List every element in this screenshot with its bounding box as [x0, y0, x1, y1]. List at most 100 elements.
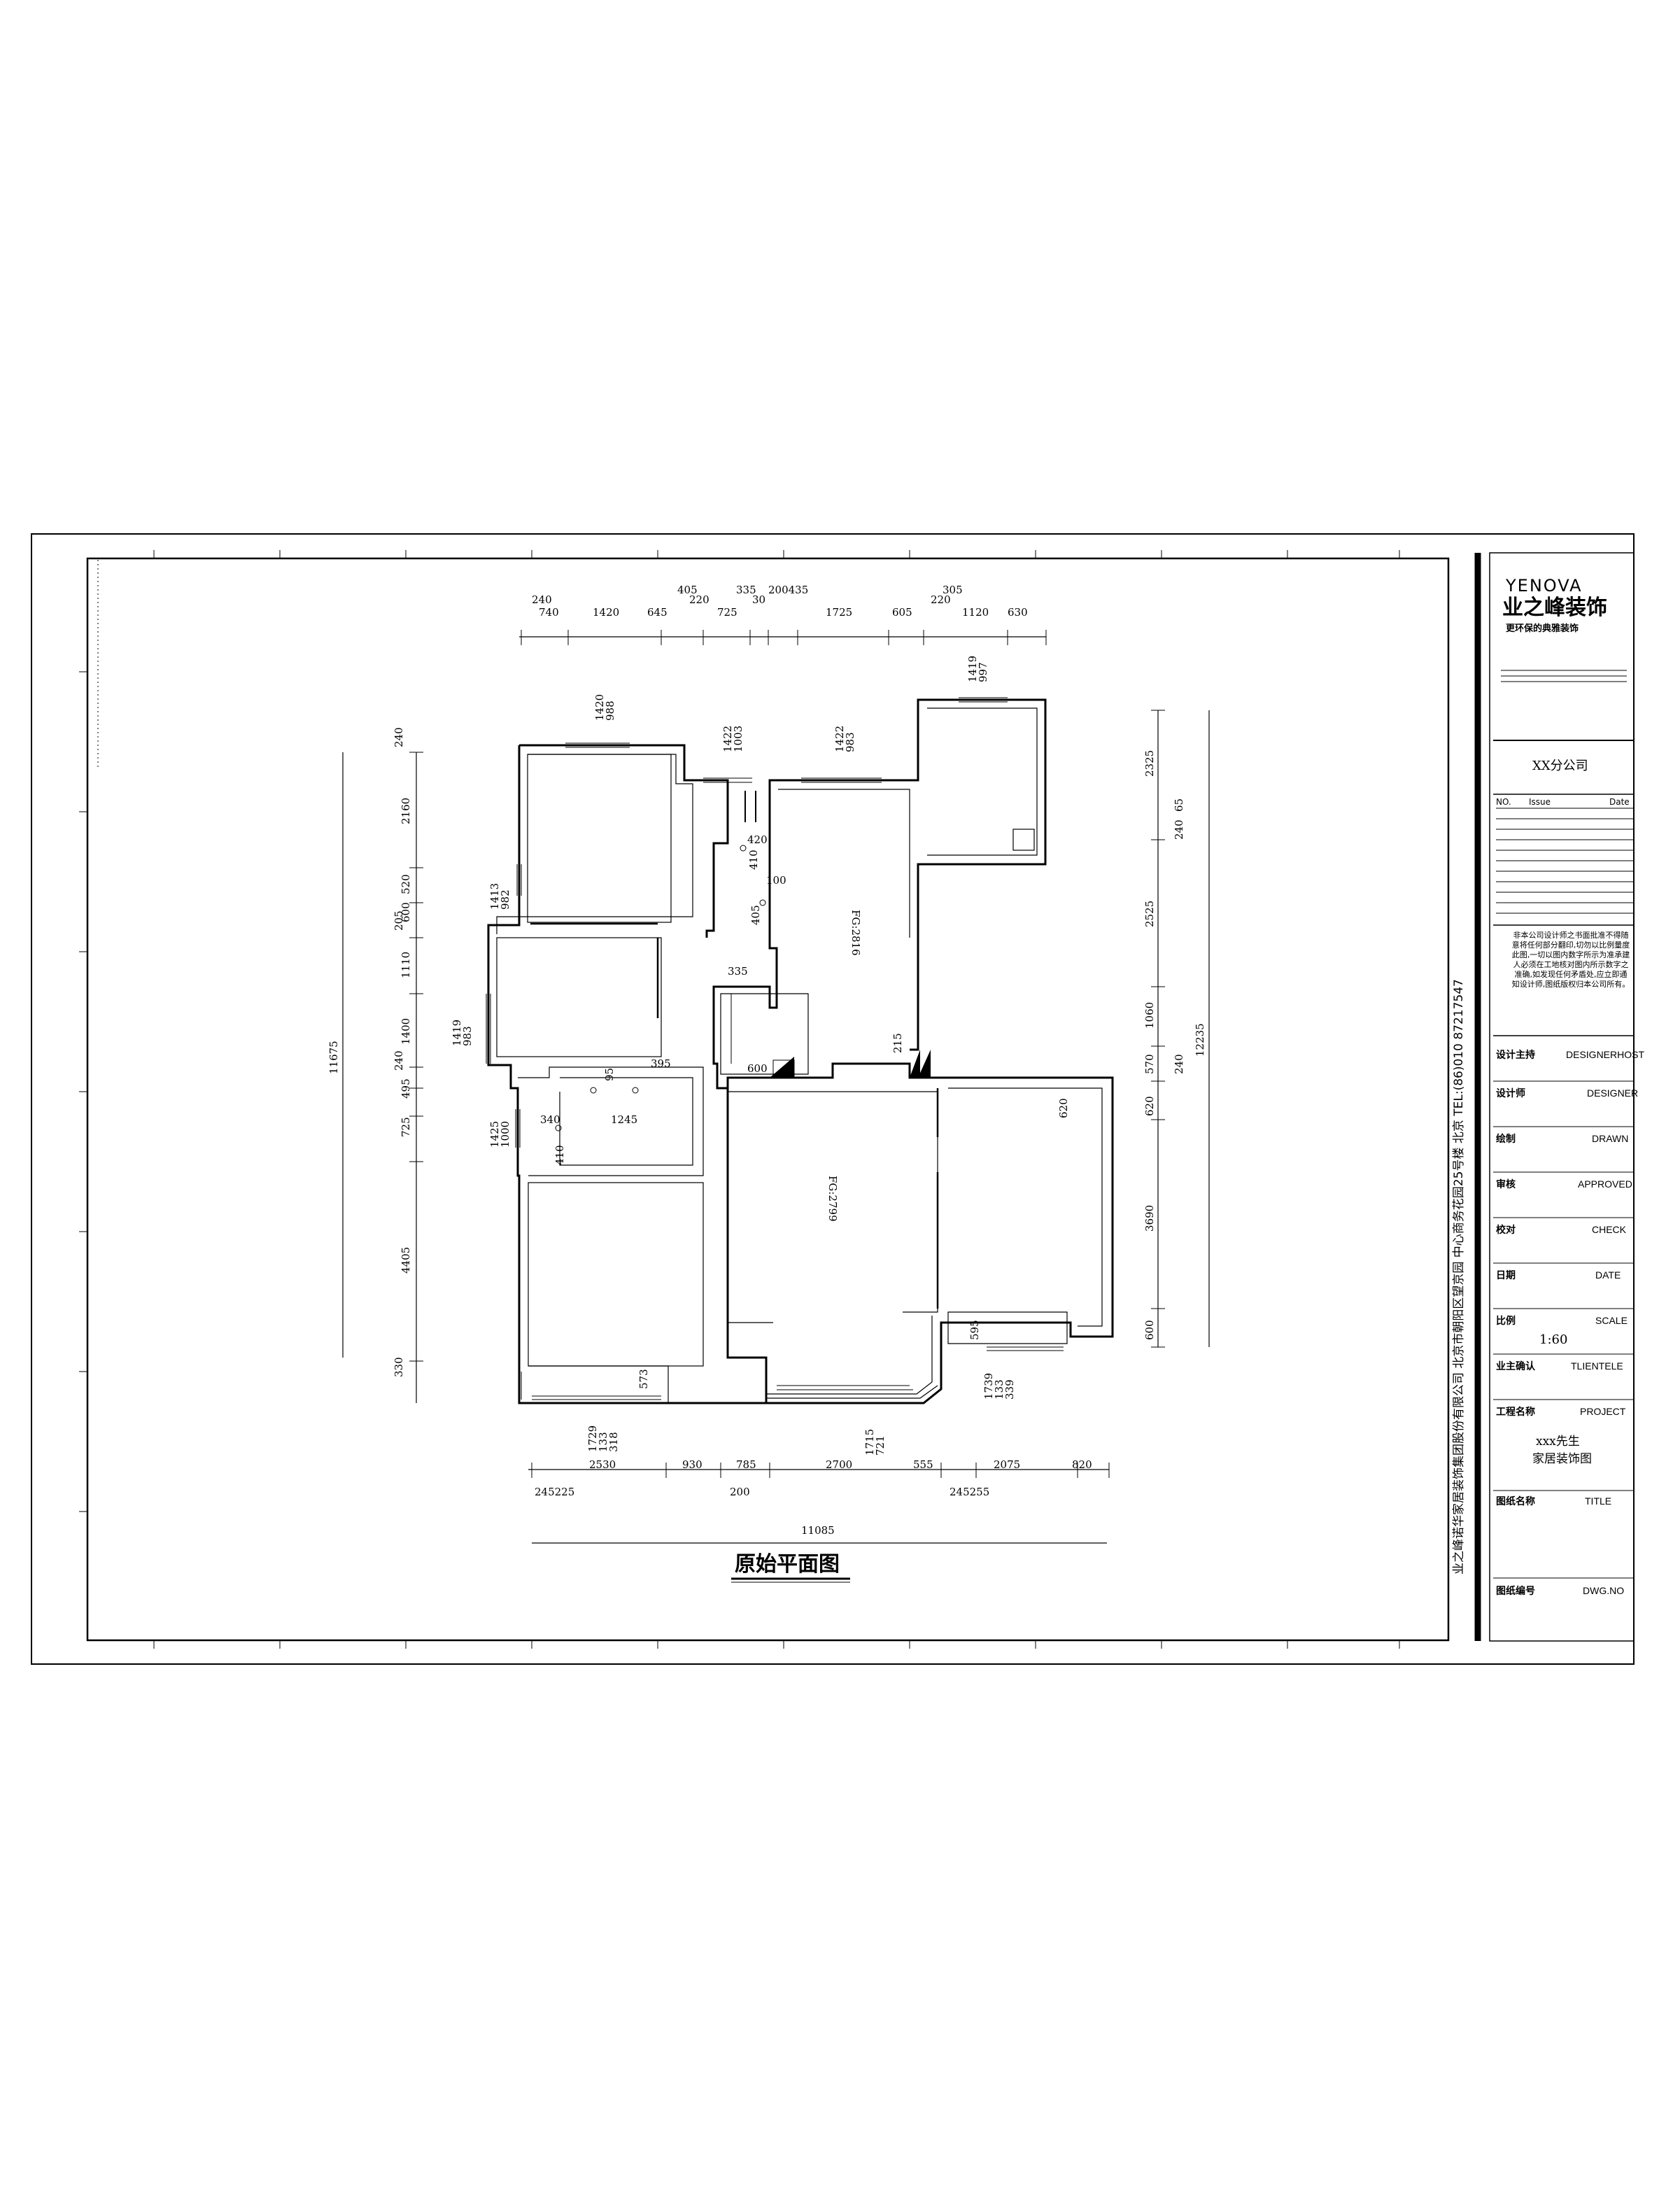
row-designer-cn: 设计师 — [1496, 1087, 1525, 1099]
right-dim-7: 600 — [1143, 1320, 1156, 1340]
company-vertical-text: 业之峰诺华家居装饰集团股份有限公司 北京市朝阳区望京园 中心商务花园25号楼 北… — [1452, 979, 1466, 1575]
title-block: YENOVA 业之峰装饰 更环保的典雅装饰 XX分公司 NO. Issue Da… — [1493, 576, 1644, 1596]
left-dim-4: 600 — [400, 902, 412, 922]
interior-label-13: 410 — [553, 1145, 566, 1165]
branch-name: XX分公司 — [1532, 759, 1588, 773]
left-dim-5: 205 — [393, 910, 405, 931]
interior-label-14: 595 — [968, 1320, 981, 1340]
row-client-cn: 业主确认 — [1496, 1360, 1536, 1372]
right-dimensions: 2325 2525 1060 570 620 3690 600 240 65 2… — [1143, 750, 1206, 1340]
row-check-cn: 校对 — [1496, 1224, 1516, 1235]
floor-plan-walls — [486, 697, 1114, 1404]
top-dim-row2-3: 645 — [647, 606, 668, 619]
left-dim-10: 725 — [400, 1117, 412, 1137]
border-ticks — [79, 550, 1400, 1649]
row-approved-cn: 审核 — [1496, 1178, 1516, 1190]
left-dim-1: 240 — [393, 727, 405, 747]
title-block-frame — [1489, 552, 1635, 1642]
row-scale-en: SCALE — [1595, 1315, 1628, 1326]
inner-frame — [86, 557, 1450, 1642]
row-title-cn: 图纸名称 — [1496, 1495, 1535, 1507]
interior-label-4: 405 — [749, 905, 762, 925]
top-dim-row1-3: 220 — [689, 593, 710, 606]
interior-label-6: 600 — [747, 1062, 768, 1075]
row-designerhost-en: DESIGNERHOST — [1566, 1049, 1644, 1060]
right-dim-6: 3690 — [1143, 1205, 1156, 1232]
window-label-8: 1729133318 — [586, 1425, 620, 1452]
top-dimensions: 240 405 220 335 30 200435 305 220 740 14… — [532, 584, 1028, 619]
interior-labels: 420 410 100 405 335 600 215 620 95 395 3… — [540, 833, 1070, 1389]
row-drawn-cn: 绘制 — [1496, 1133, 1516, 1144]
bottom-small-2: 200 — [730, 1486, 750, 1498]
window-label-3: 1422983 — [833, 726, 856, 752]
window-label-2: 14221003 — [721, 726, 744, 752]
left-dim-2: 2160 — [400, 798, 412, 824]
top-dim-row1-6: 200435 — [768, 584, 808, 596]
interior-label-7: 215 — [891, 1033, 904, 1053]
right-dim-5: 620 — [1143, 1096, 1156, 1116]
row-check-en: CHECK — [1592, 1224, 1627, 1235]
left-dim-3: 520 — [400, 874, 412, 894]
brand-cn: 业之峰装饰 — [1502, 596, 1607, 620]
top-dim-row2-4: 725 — [717, 606, 737, 619]
top-dim-row1-1: 240 — [532, 593, 552, 606]
right-small-2: 65 — [1173, 798, 1185, 812]
window-label-4: 1419997 — [966, 656, 989, 682]
fg-label-2: FG:2799 — [826, 1176, 839, 1222]
left-dim-7: 1400 — [400, 1018, 412, 1045]
bottom-dim-2: 930 — [682, 1458, 703, 1471]
top-dim-row2-6: 605 — [892, 606, 912, 619]
top-dim-row1-2: 405 — [677, 584, 698, 596]
issue-label: Issue — [1529, 797, 1551, 807]
top-dim-row1-7: 305 — [943, 584, 963, 596]
right-small-1: 240 — [1173, 819, 1185, 840]
interior-label-2: 410 — [747, 850, 760, 870]
row-approved-en: APPROVED — [1578, 1178, 1632, 1190]
bottom-small-3: 245255 — [950, 1486, 989, 1498]
interior-label-12: 1245 — [611, 1113, 637, 1126]
window-label-7: 14251000 — [488, 1121, 511, 1148]
row-client-en: TLIENTELE — [1571, 1360, 1623, 1372]
interior-label-3: 100 — [766, 874, 786, 887]
left-dim-12: 330 — [393, 1357, 405, 1377]
row-drawn-en: DRAWN — [1592, 1133, 1628, 1144]
row-designerhost-cn: 设计主持 — [1496, 1049, 1535, 1060]
project-line-1: xxx先生 — [1536, 1435, 1580, 1449]
no-label: NO. — [1496, 797, 1511, 807]
bottom-dim-6: 2075 — [994, 1458, 1020, 1471]
right-dim-4: 570 — [1143, 1054, 1156, 1074]
brand-slogan: 更环保的典雅装饰 — [1506, 623, 1579, 634]
notice-text: 非本公司设计师之书面批准不得随意将任何部分翻印,切勿以比例量度此图,一切以图内数… — [1511, 931, 1630, 989]
row-date-cn: 日期 — [1496, 1269, 1516, 1281]
window-label-1: 1420988 — [593, 694, 616, 721]
outer-frame — [31, 533, 1635, 1665]
left-dimensions: 240 2160 520 600 205 1110 1400 240 495 7… — [327, 727, 412, 1377]
left-dim-8: 240 — [393, 1050, 405, 1071]
drawing-title: 原始平面图 — [735, 1552, 840, 1577]
top-dim-row1-8: 220 — [931, 593, 951, 606]
row-scale-cn: 比例 — [1496, 1315, 1516, 1326]
project-line-2: 家居装饰图 — [1532, 1452, 1592, 1466]
window-label-9: 1715721 — [863, 1429, 887, 1456]
top-dim-row1-5: 30 — [752, 593, 765, 606]
total-width: 11085 — [801, 1524, 835, 1537]
window-label-6: 1419983 — [451, 1020, 474, 1046]
top-dim-row2-2: 1420 — [593, 606, 619, 619]
top-dim-row2-1: 740 — [539, 606, 559, 619]
interior-label-11: 340 — [540, 1113, 560, 1126]
row-scale-value: 1:60 — [1539, 1332, 1567, 1347]
interior-label-15: 573 — [637, 1369, 650, 1389]
bottom-dim-3: 785 — [736, 1458, 756, 1471]
left-dim-6: 1110 — [400, 952, 412, 978]
top-dim-row1-4: 335 — [736, 584, 756, 596]
bottom-dim-1: 2530 — [589, 1458, 616, 1471]
brand-en: YENOVA — [1505, 576, 1583, 596]
top-dim-row2-7: 1120 — [962, 606, 989, 619]
dimension-lines — [342, 630, 1210, 1544]
window-labels: 1420988 14221003 1422983 1419997 1413982… — [451, 656, 1016, 1456]
row-project-cn: 工程名称 — [1496, 1406, 1535, 1417]
bottom-small-1: 245225 — [535, 1486, 574, 1498]
right-dim-3: 1060 — [1143, 1002, 1156, 1029]
date-label: Date — [1609, 797, 1630, 807]
